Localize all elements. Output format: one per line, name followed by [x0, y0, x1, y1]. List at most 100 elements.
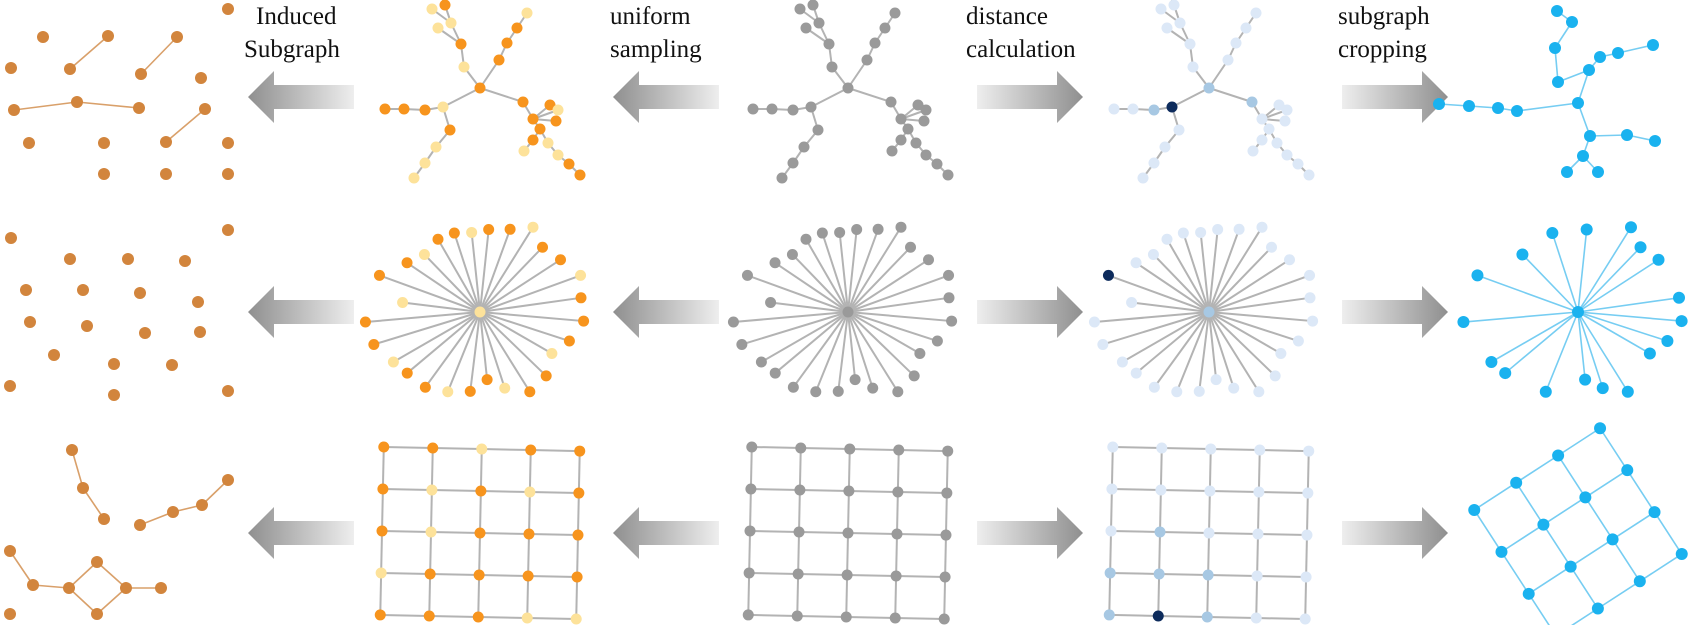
- edge: [1256, 492, 1260, 535]
- edge: [1207, 532, 1210, 576]
- edge: [430, 572, 480, 576]
- node: [1485, 356, 1498, 368]
- node: [574, 445, 586, 457]
- node: [849, 374, 861, 386]
- node: [1159, 141, 1171, 153]
- edge: [847, 311, 857, 380]
- edge: [1131, 301, 1210, 313]
- edge: [479, 228, 512, 313]
- edge: [1207, 615, 1257, 620]
- node: [1643, 347, 1656, 360]
- node: [527, 221, 539, 233]
- node: [134, 519, 146, 531]
- node: [1552, 76, 1564, 88]
- edge: [1599, 427, 1628, 471]
- node: [522, 570, 534, 582]
- edge: [897, 491, 947, 495]
- edge: [847, 311, 874, 389]
- edge: [774, 261, 849, 313]
- node: [523, 528, 535, 540]
- node: [787, 381, 799, 393]
- node: [892, 386, 904, 398]
- edge: [847, 490, 850, 534]
- edge: [798, 447, 802, 491]
- node: [1648, 506, 1661, 519]
- node: [766, 103, 778, 115]
- edge: [898, 449, 948, 453]
- edge: [798, 530, 849, 534]
- edge: [750, 487, 800, 491]
- node: [743, 567, 755, 579]
- node: [552, 149, 564, 161]
- edge: [9, 550, 34, 586]
- edge: [1208, 59, 1229, 89]
- edge: [798, 572, 848, 576]
- node: [842, 306, 854, 318]
- edge: [528, 575, 578, 579]
- node: [1271, 137, 1283, 149]
- node: [464, 385, 476, 397]
- edge: [1577, 229, 1588, 313]
- edge: [527, 534, 530, 577]
- node: [527, 113, 539, 125]
- node: [918, 115, 930, 127]
- node: [1591, 602, 1604, 615]
- left-arrow-icon: [248, 286, 354, 338]
- node: [5, 232, 17, 244]
- node: [1253, 386, 1265, 398]
- node: [540, 370, 552, 382]
- node: [222, 137, 234, 149]
- edge: [848, 490, 898, 494]
- node: [885, 96, 897, 108]
- edge: [1175, 311, 1210, 393]
- edge: [406, 311, 481, 374]
- node: [511, 22, 523, 34]
- node: [475, 485, 487, 497]
- node: [1246, 96, 1258, 108]
- edge: [847, 311, 915, 377]
- edge: [381, 488, 384, 531]
- node: [1551, 5, 1563, 17]
- node: [1203, 306, 1215, 318]
- edge: [380, 530, 384, 573]
- node: [550, 115, 562, 127]
- edge: [1515, 454, 1559, 484]
- node: [1302, 487, 1314, 499]
- node: [425, 526, 437, 538]
- node: [439, 0, 451, 11]
- edge: [895, 617, 945, 621]
- node: [398, 103, 410, 115]
- node: [812, 124, 824, 136]
- node: [890, 570, 902, 582]
- node: [1153, 568, 1165, 580]
- node: [1471, 269, 1484, 282]
- edge: [1551, 232, 1579, 313]
- edge: [1515, 482, 1545, 526]
- edge: [1584, 469, 1628, 499]
- node: [736, 338, 748, 350]
- node: [1584, 130, 1596, 142]
- edge: [453, 232, 481, 313]
- arrows: [248, 71, 1448, 559]
- node: [377, 483, 389, 495]
- edge: [896, 575, 946, 579]
- node: [521, 612, 533, 624]
- node: [1156, 442, 1168, 454]
- node: [908, 370, 920, 382]
- edge: [528, 450, 532, 493]
- node: [473, 569, 485, 581]
- node: [1624, 221, 1637, 234]
- node: [37, 31, 49, 43]
- node: [1279, 115, 1291, 127]
- edge: [96, 561, 127, 589]
- edge: [1182, 232, 1210, 313]
- edge: [1258, 491, 1308, 495]
- edge: [821, 232, 849, 313]
- edge: [1159, 530, 1210, 534]
- node: [1281, 104, 1293, 116]
- edge: [1257, 533, 1307, 537]
- node: [474, 82, 486, 94]
- node: [1621, 129, 1633, 141]
- node: [1269, 370, 1281, 382]
- edge: [751, 445, 801, 449]
